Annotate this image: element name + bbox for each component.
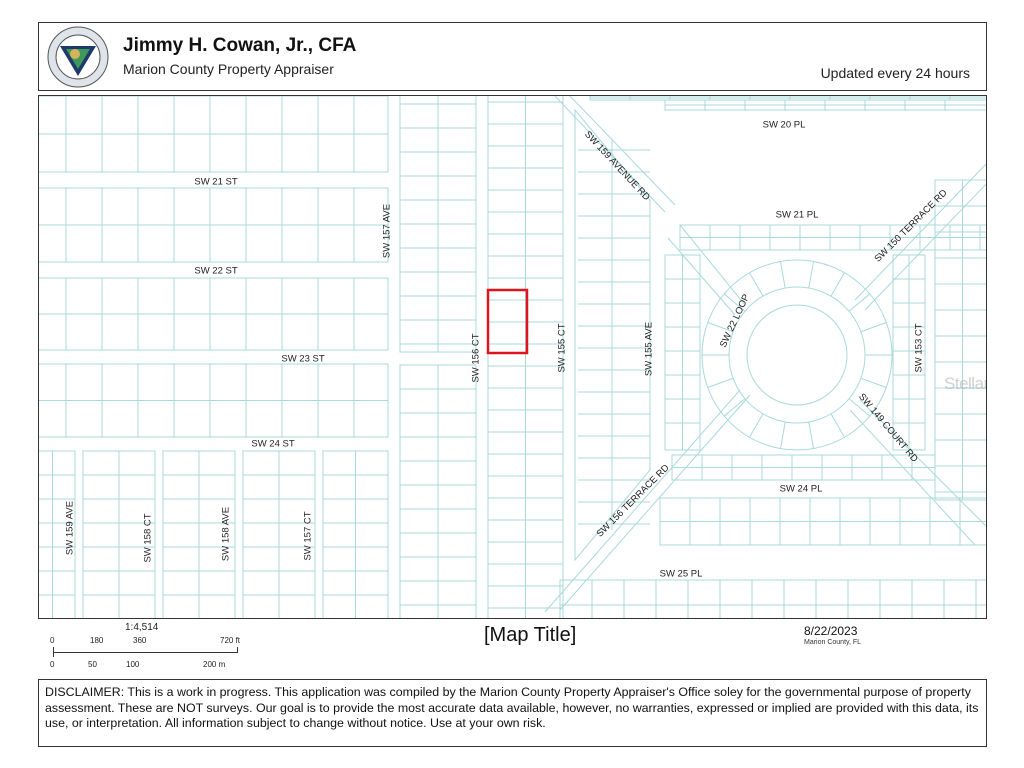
- m-tick: 200 m: [203, 660, 226, 669]
- ft-tick: 0: [50, 636, 55, 645]
- street-label: SW 155 AVE: [643, 321, 655, 377]
- m-tick: 100: [126, 660, 140, 669]
- street-label: SW 157 CT: [302, 511, 314, 561]
- parcel-line: [849, 409, 976, 546]
- m-tick: 50: [88, 660, 97, 669]
- street-label: SW 22 ST: [194, 265, 238, 277]
- parcel-map[interactable]: SW 20 PL SW 21 ST SW 22 ST SW 23 ST SW 2…: [38, 95, 987, 619]
- street-label: SW 153 CT: [913, 323, 925, 373]
- parcel-line: [848, 293, 871, 312]
- map-date: 8/22/2023: [804, 624, 858, 638]
- parcel-line: [830, 272, 845, 297]
- map-title: [Map Title]: [484, 624, 577, 646]
- parcel-line: [864, 183, 986, 311]
- parcel-line: [749, 272, 764, 297]
- parcel-line: [707, 377, 734, 388]
- parcel-line: [830, 413, 845, 438]
- ft-tick: 180: [90, 636, 104, 645]
- street-label: SW 21 PL: [775, 209, 819, 221]
- parcel-line: [860, 322, 887, 333]
- ft-tick: 720 ft: [220, 636, 241, 645]
- parcel-line: [854, 163, 986, 301]
- street-label: SW 24 PL: [779, 483, 823, 495]
- parcel-lines: [39, 96, 986, 618]
- street-label: SW 156 CT: [470, 333, 482, 383]
- parcel-line: [544, 389, 741, 613]
- parcel-line: [808, 421, 814, 449]
- street-label: SW 25 PL: [659, 568, 703, 580]
- parcel-line: [667, 237, 736, 316]
- parcel-line: [749, 413, 764, 438]
- parcel-line: [569, 96, 676, 206]
- loop-outer: [728, 286, 866, 424]
- street-label: SW 158 AVE: [220, 506, 232, 562]
- street-label: SW 157 AVE: [381, 203, 393, 259]
- scale-ratio: 1:4,514: [125, 622, 159, 633]
- street-label: SW 155 CT: [556, 323, 568, 373]
- street-label: SW 21 ST: [194, 176, 238, 188]
- parcel-line: [679, 224, 746, 306]
- parcel-line: [860, 377, 887, 388]
- scale-line: [53, 652, 237, 653]
- property-appraiser-seal-logo: [47, 26, 109, 88]
- street-label: SW 20 PL: [762, 119, 806, 131]
- parcel-line: [808, 261, 814, 289]
- parcel-line: [707, 322, 734, 333]
- parcel-line: [780, 261, 786, 289]
- parcel-block: [934, 179, 986, 501]
- ft-tick: 360: [133, 636, 147, 645]
- parcel-line: [848, 398, 871, 417]
- loop-inner: [746, 304, 848, 406]
- parcel-line: [723, 293, 746, 312]
- parcel-line: [723, 398, 746, 417]
- disclaimer: DISCLAIMER: This is a work in progress. …: [38, 679, 987, 747]
- street-label: SW 24 ST: [251, 438, 295, 450]
- street-label: SW 159 AVE: [64, 500, 76, 556]
- map-county: Marion County, FL: [804, 639, 862, 646]
- parcel-block: [487, 96, 564, 618]
- parcel-line: [554, 96, 666, 213]
- watermark: StellarMLS: [944, 374, 986, 393]
- subject-parcel-highlight: [486, 288, 529, 355]
- loop-parcels: [701, 259, 893, 451]
- parcel-line: [559, 394, 751, 611]
- scale-bar: 1:4,514 0 180 360 720 ft 0 50 100 200 m: [40, 622, 280, 672]
- street-label: SW 158 CT: [142, 513, 154, 563]
- appraiser-name: Jimmy H. Cowan, Jr., CFA: [123, 35, 357, 56]
- parcel-line: [859, 399, 986, 527]
- m-tick: 0: [50, 660, 55, 669]
- update-frequency: Updated every 24 hours: [820, 65, 970, 81]
- header: Jimmy H. Cowan, Jr., CFA Marion County P…: [38, 22, 987, 91]
- street-label: SW 23 ST: [281, 353, 325, 365]
- parcel-line: [780, 421, 786, 449]
- office-name: Marion County Property Appraiser: [123, 61, 334, 77]
